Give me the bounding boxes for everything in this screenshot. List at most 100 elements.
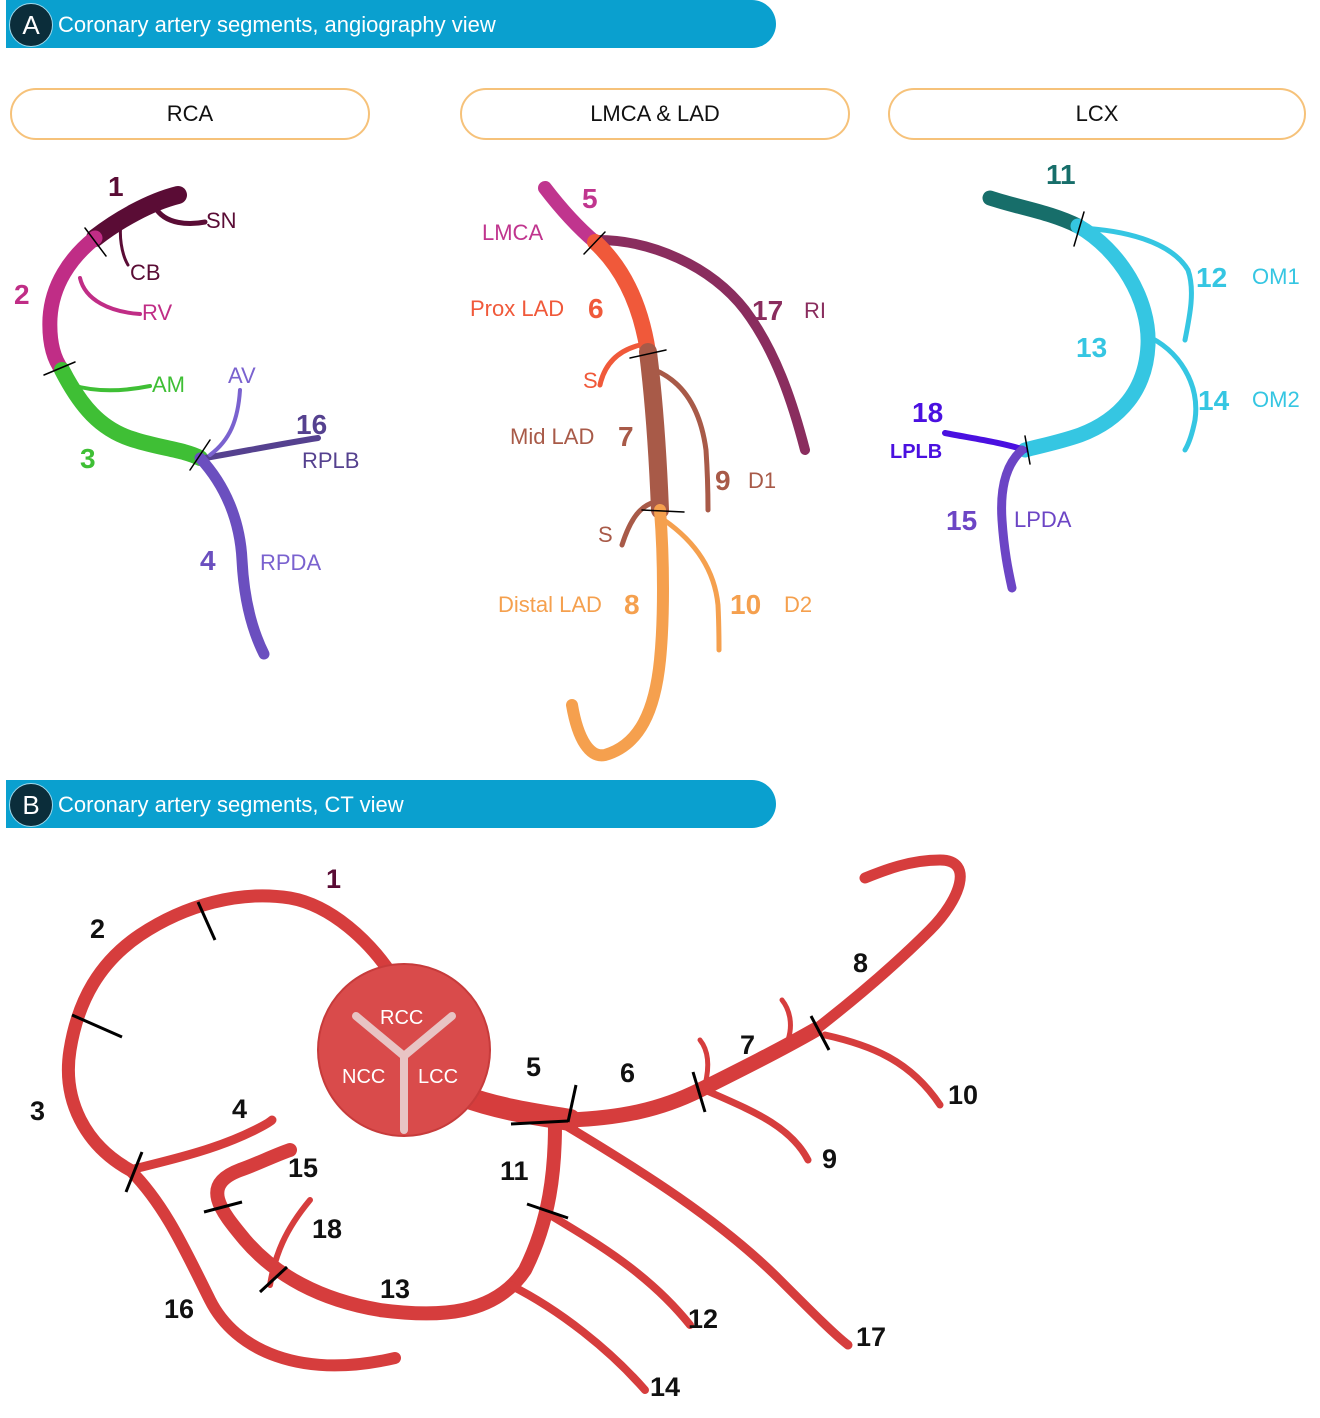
lcx-seg15-label: 15: [946, 505, 977, 536]
ct-segment-4: [125, 1115, 277, 1175]
ct-label-9: 9: [822, 1144, 837, 1174]
panel-a-banner: A Coronary artery segments, angiography …: [6, 0, 776, 48]
ct-label-6: 6: [620, 1058, 635, 1088]
sn-label: SN: [206, 208, 237, 233]
ct-label-14: 14: [650, 1372, 680, 1402]
d1-branch: [652, 367, 711, 513]
ct-label-3: 3: [30, 1096, 45, 1126]
ct-label-18: 18: [312, 1214, 342, 1244]
ct-label-15: 15: [288, 1153, 318, 1183]
av-branch: [208, 388, 242, 457]
rca-seg16-label: 16: [296, 409, 327, 440]
d1-label: D1: [748, 468, 776, 493]
am-label: AM: [152, 372, 185, 397]
cb-label: CB: [130, 260, 161, 285]
ct-label-13: 13: [380, 1274, 410, 1304]
rca-segment-3: [54, 362, 208, 466]
ct-label-2: 2: [90, 914, 105, 944]
ct-separators: [71, 901, 831, 1294]
ct-segment-6-7: [562, 1022, 823, 1128]
rca-seg3-label: 3: [80, 443, 96, 474]
ct-label-8: 8: [853, 948, 868, 978]
ri-branch: [593, 235, 810, 455]
lad-seg7-label: 7: [618, 421, 634, 452]
ct-segment-11-13: [210, 1118, 562, 1321]
panel-a-title: Coronary artery segments, angiography vi…: [58, 12, 496, 37]
om1-branch: [1077, 225, 1194, 343]
rplb-label: RPLB: [302, 448, 359, 473]
rca-segment-4: [194, 452, 270, 660]
ct-label-12: 12: [688, 1304, 718, 1334]
lplb-label: LPLB: [890, 441, 942, 463]
ct-segment-16: [124, 1164, 401, 1372]
ct-segment-17: [560, 1120, 853, 1350]
ct-segment-18: [267, 1197, 313, 1288]
lcx-segment-13: [1017, 218, 1156, 458]
rca-seg1-label: 1: [108, 171, 124, 202]
rpda-label: RPDA: [260, 550, 321, 575]
rca-segment-1: [86, 186, 187, 247]
ct-segment-8: [809, 854, 966, 1036]
ncc-label: NCC: [342, 1066, 385, 1088]
prox-lad-segment: [587, 234, 656, 360]
cb-branch: [118, 216, 130, 267]
om2-label: OM2: [1252, 387, 1300, 412]
septal-1-label: S: [583, 368, 598, 393]
lad-tree: [538, 181, 810, 762]
panel-b-title: Coronary artery segments, CT view: [58, 792, 404, 817]
mid-lad-label: Mid LAD: [510, 424, 594, 449]
panel-a-badge: A: [9, 3, 53, 47]
ct-label-11: 11: [500, 1156, 529, 1186]
rcc-label: RCC: [380, 1007, 423, 1029]
d2-branch: [661, 517, 722, 653]
ct-label-16: 16: [164, 1294, 194, 1324]
ct-rca-main: [61, 889, 402, 1177]
d2-label: D2: [784, 592, 812, 617]
lcc-label: LCC: [418, 1066, 458, 1088]
lcx-header: LCX: [888, 88, 1306, 140]
lad-labels: 5 LMCA Prox LAD 6 17 RI S Mid LAD 7 9 D1…: [470, 183, 826, 620]
septal-1-branch: [597, 342, 643, 388]
ct-label-4: 4: [232, 1094, 247, 1124]
lcx-tree: [942, 190, 1199, 593]
lad-seg8-label: 8: [624, 589, 640, 620]
panel-b-badge: B: [9, 783, 53, 827]
rca-seg2-label: 2: [14, 279, 30, 310]
ct-segment-5: [449, 1084, 581, 1131]
lcx-segment-11: [982, 190, 1086, 234]
ct-diag-spur-2: [779, 997, 793, 1043]
lcx-seg12-label: 12: [1196, 262, 1227, 293]
ct-label-5: 5: [526, 1052, 541, 1082]
ct-segment-14: [506, 1281, 649, 1394]
om1-label: OM1: [1252, 264, 1300, 289]
lad-seg6-label: 6: [588, 293, 604, 324]
distal-lad-segment: [566, 504, 669, 762]
lcx-seg14-label: 14: [1198, 385, 1230, 416]
lad-seg9-label: 9: [715, 465, 731, 496]
am-branch: [70, 383, 152, 393]
lplb-branch: [942, 430, 1028, 453]
rca-header: RCA: [10, 88, 370, 140]
rplb-branch: [202, 435, 321, 461]
mid-lad-segment: [639, 343, 669, 519]
lad-seg5-label: 5: [582, 183, 598, 214]
rca-tree: [42, 186, 321, 660]
lad-seg17-label: 17: [752, 295, 783, 326]
av-label: AV: [228, 363, 256, 388]
lmca-label: LMCA: [482, 220, 543, 245]
rca-labels: 1 SN CB 2 RV AM AV 3 16 RPLB 4 RPDA: [14, 171, 359, 576]
rv-label: RV: [142, 300, 172, 325]
aortic-valve: RCC NCC LCC: [317, 963, 491, 1137]
ct-segment-9: [701, 1086, 812, 1164]
ct-label-10: 10: [948, 1080, 978, 1110]
ct-labels: 1 2 3 4 5 6 7 8 9 10 11 12 13 14 15 16 1…: [30, 864, 978, 1402]
lad-seg10-label: 10: [730, 589, 761, 620]
prox-lad-label: Prox LAD: [470, 296, 564, 321]
distal-lad-label: Distal LAD: [498, 592, 602, 617]
rca-seg4-label: 4: [200, 545, 216, 576]
septal-2-label: S: [598, 522, 613, 547]
lcx-seg18-label: 18: [912, 397, 943, 428]
ct-diag-spur-1: [697, 1037, 711, 1088]
ct-segment-12: [546, 1211, 694, 1329]
